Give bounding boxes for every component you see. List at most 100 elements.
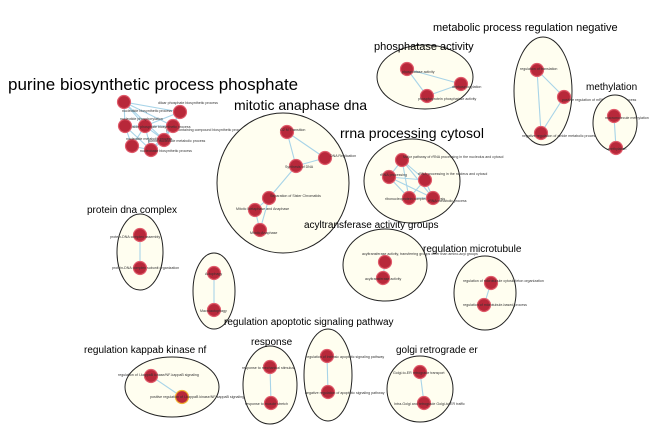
node[interactable] [381,169,397,185]
node-label: G2 M Transition [280,128,305,132]
node[interactable] [117,118,133,134]
cluster-title: purine biosynthetic process phosphate [8,75,298,94]
edge [123,101,181,113]
node[interactable] [556,89,572,105]
node[interactable] [116,94,132,110]
node-label: positive regulation of I-kappaB kinase/N… [150,395,244,399]
node-label: methylation [608,147,626,151]
node[interactable] [165,118,181,134]
node[interactable] [608,140,624,156]
node[interactable] [319,348,335,364]
node[interactable] [132,227,148,243]
node-label: rRNA metabolic process [428,199,467,203]
node-label: protein-DNA complex assembly [110,235,160,239]
cluster-title: methylation [586,82,637,93]
node[interactable] [317,150,333,166]
cluster-acyl[interactable]: acyltransferase activity, transferring g… [304,220,478,302]
node[interactable] [416,395,432,411]
node-label: rRNA processing [380,173,407,177]
cluster-title: metabolic process regulation negative [433,22,618,34]
node-label: Intra-Golgi and retrograde Golgi-to-ER t… [394,402,465,406]
node-label: ribonucleoprotein complex biogenesis [385,197,445,201]
node[interactable] [206,302,222,318]
node[interactable] [412,364,428,380]
cluster-boundary [363,138,461,224]
node[interactable] [529,62,545,78]
node[interactable] [425,190,441,206]
node[interactable] [124,138,140,154]
node[interactable] [156,132,172,148]
cluster-boundary [453,255,517,331]
node[interactable] [417,172,433,188]
cluster-rrna[interactable]: Major pathway of rRNA processing in the … [340,125,504,224]
cluster-golgi[interactable]: Golgi-to-ER retrograde transportIntra-Go… [386,345,478,423]
cluster-boundary [216,112,350,254]
node[interactable] [476,297,492,313]
node[interactable] [320,384,336,400]
cluster-boundary [376,44,474,110]
node-label: regulation of microtubule-based process [463,303,527,307]
node[interactable] [394,152,410,168]
node-label: negative regulation of apoptotic signali… [305,391,385,395]
node[interactable] [172,104,188,120]
node[interactable] [533,125,549,141]
cluster-apoptotic[interactable]: regulation of intrinsic apoptotic signal… [224,317,394,422]
edge [536,69,542,134]
cluster-response[interactable]: response to mechanical stimulusresponse … [242,337,298,425]
node[interactable] [247,202,263,218]
node-label: regulation of microtubule cytoskeleton o… [463,279,544,283]
node-label: nucleotide metabolic process [126,137,173,141]
node[interactable] [401,190,417,206]
node-label: regulation of intrinsic apoptotic signal… [306,355,384,359]
node[interactable] [375,270,391,286]
node-label: response to mechanical stimulus [242,366,294,370]
cluster-title: regulation apoptotic signaling pathway [224,317,394,328]
cluster-title: regulation kappab kinase nf [84,345,207,356]
cluster-phosphatase[interactable]: phosphatase activity dephosphorylation pho… [374,41,481,110]
edge [406,68,462,85]
cluster-protein-dna[interactable]: protein-DNA complex assembly protein-DNA … [87,205,179,291]
node[interactable] [453,76,469,92]
node-label: purine nucleotide metabolic process [148,139,206,143]
node-label: nucleobase biosynthetic process [140,149,192,153]
cluster-purine[interactable]: dilcar phosphate biosynthetic processnuc… [8,75,298,158]
node-label: protein-DNA complex subunit organization [112,266,179,270]
node[interactable] [262,359,278,375]
node[interactable] [399,61,415,77]
cluster-kappab[interactable]: regulation of I-kappaB kinase/NF-kappaB … [84,345,244,418]
edge [388,176,434,199]
node[interactable] [137,118,153,134]
node[interactable] [377,254,393,270]
cluster-title: golgi retrograde er [396,345,478,356]
cluster-title: acyltransferase activity groups [304,220,439,231]
node[interactable] [252,222,268,238]
node[interactable] [483,275,499,291]
cluster-microtubule[interactable]: regulation of microtubule cytoskeleton o… [423,244,544,331]
node[interactable] [174,389,190,405]
node[interactable] [132,260,148,276]
node[interactable] [143,368,159,384]
node-label: Golgi-to-ER retrograde transport [393,371,445,375]
node[interactable] [606,108,622,124]
node[interactable] [263,395,279,411]
node-label: phosphoprotein phosphatase activity [418,97,477,101]
node[interactable] [143,142,159,158]
node-label: DNA Replication [330,154,356,158]
node[interactable] [206,265,222,281]
node[interactable] [261,190,277,206]
cluster-title: protein dna complex [87,205,177,216]
node[interactable] [279,124,295,140]
node-label: phosphatase activity [402,70,435,74]
node-label: dephosphorylation [452,85,481,89]
node-label: regulation of I-kappaB kinase/NF-kappaB … [118,373,199,377]
edge [286,131,326,159]
node[interactable] [288,158,304,174]
node-label: Mitotic Anaphase [250,231,277,235]
cluster-methylation[interactable]: macromolecule methylationmethylationmeth… [586,82,649,156]
node[interactable] [419,88,435,104]
